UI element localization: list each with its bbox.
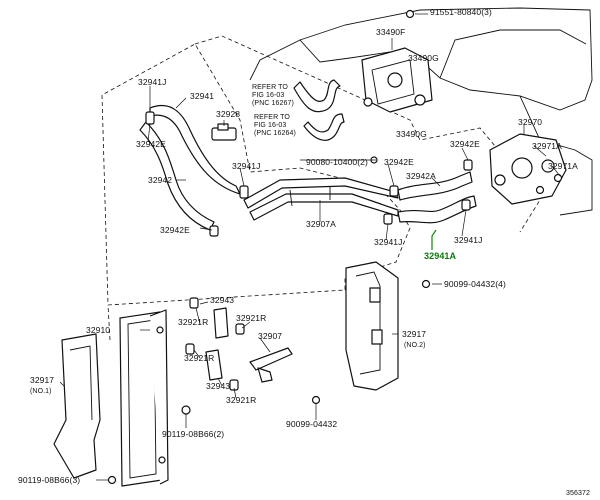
engine-outline <box>299 7 593 111</box>
label-32921r-c: 32921R <box>184 353 215 363</box>
label-90080-10400: 90080-10400(2) <box>306 157 368 167</box>
label-33490g-top: 33490G <box>408 53 439 63</box>
label-32942e-a: 32942E <box>136 139 166 149</box>
oil-cooler-33490f <box>361 47 433 113</box>
leader-lines <box>59 13 561 481</box>
label-32917-left: 32917 <box>30 375 55 385</box>
refer-hose-lower <box>303 113 345 141</box>
label-90119-08b66-3: 90119-08B66(3) <box>18 475 81 485</box>
thermostat-housing-32970 <box>489 133 567 205</box>
hose-32942a <box>397 171 473 201</box>
label-90099-04432: 90099-04432 <box>286 419 338 429</box>
label-32971a-a: 32971A <box>532 141 562 151</box>
label-32941j-b: 32941J <box>232 161 261 171</box>
assembly-boundary <box>101 43 411 306</box>
hose-clamps <box>145 111 473 237</box>
label-32910: 32910 <box>86 325 111 335</box>
refer-hose-upper <box>293 79 341 113</box>
subassembly-boundary <box>194 35 541 233</box>
label-32943-b: 32943 <box>206 381 231 391</box>
label-32971a-b: 32971A <box>548 161 578 171</box>
label-32941a-highlighted: 32941A <box>424 251 457 261</box>
label-32921r-d: 32921R <box>226 395 257 405</box>
label-32942e-b: 32942E <box>384 157 414 167</box>
small-tubes <box>185 297 293 391</box>
label-32941j-c: 32941J <box>374 237 403 247</box>
shroud-32917-no1 <box>53 333 101 479</box>
label-32907a: 32907A <box>306 219 336 229</box>
label-32921r-a: 32921R <box>178 317 209 327</box>
label-90119-08b66-2: 90119-08B66(2) <box>162 429 225 439</box>
label-32942a: 32942A <box>406 171 436 181</box>
label-32942: 32942 <box>148 175 173 185</box>
shroud-32917-no2 <box>345 261 399 391</box>
label-32942e-d: 32942E <box>160 225 190 235</box>
label-32917-right-no2: (NO.2) <box>404 342 426 349</box>
label-32942e-c: 32942E <box>450 139 480 149</box>
radiator-32910 <box>119 309 191 487</box>
label-90099-04432-4: 90099-04432(4) <box>444 279 506 289</box>
hose-32941a <box>397 195 477 224</box>
label-32907: 32907 <box>258 331 283 341</box>
label-32970: 32970 <box>518 117 543 127</box>
refer-note-lower: REFER TO FIG 16-03 (PNC 16264) <box>254 114 296 138</box>
figure-id: 356372 <box>566 490 590 497</box>
oil-cooler-tube-32907a <box>243 177 399 221</box>
label-33490g-bottom: 33490G <box>396 129 427 139</box>
label-32921r-b: 32921R <box>236 313 267 323</box>
label-32941j-a: 32941J <box>138 77 167 87</box>
label-32917-left-no1: (NO.1) <box>30 388 52 395</box>
label-91551-80840: 91551-80840(3) <box>430 7 492 17</box>
label-32943-a: 32943 <box>210 295 235 305</box>
label-32928: 32928 <box>216 109 241 119</box>
label-33490f: 33490F <box>376 27 406 37</box>
bolts <box>107 9 431 485</box>
label-32917-right: 32917 <box>402 329 427 339</box>
label-32941: 32941 <box>190 91 215 101</box>
label-32941j-d: 32941J <box>454 235 483 245</box>
refer-note-upper: REFER TO FIG 16-03 (PNC 16267) <box>252 84 294 108</box>
